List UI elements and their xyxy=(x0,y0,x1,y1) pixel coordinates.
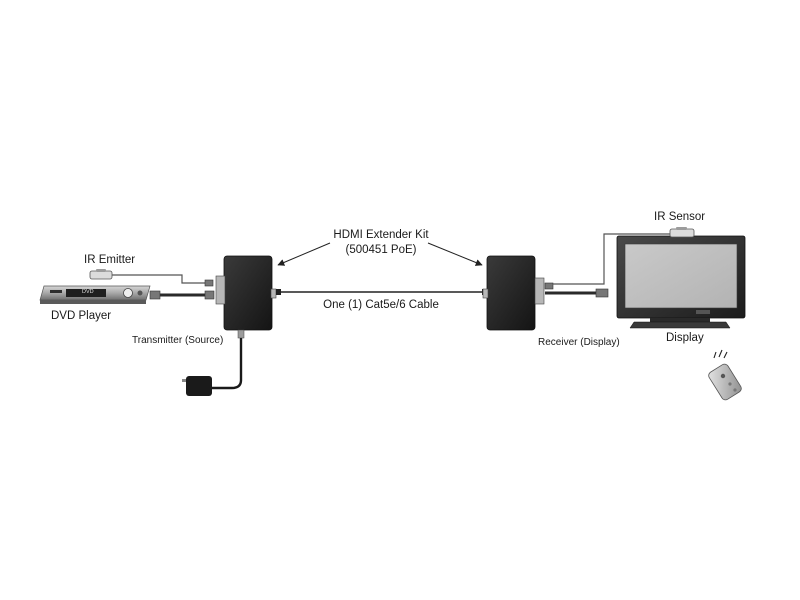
dvd-knob-icon xyxy=(123,288,133,298)
cable-label: One (1) Cat5e/6 Cable xyxy=(323,299,439,311)
receiver-box xyxy=(482,255,545,331)
ir-emitter-cable xyxy=(112,274,212,284)
ir-sensor xyxy=(669,227,695,238)
display-label: Display xyxy=(666,332,704,344)
ir-sensor-label: IR Sensor xyxy=(654,211,706,223)
kit-arrow-right xyxy=(427,242,483,266)
ir-signal-icon xyxy=(713,349,728,359)
kit-model: (500451 PoE) xyxy=(345,244,417,256)
dvd-player xyxy=(39,285,151,304)
dvd-display-panel xyxy=(66,289,106,297)
ir-emitter xyxy=(89,269,113,280)
transmitter-label: Transmitter (Source) xyxy=(132,335,224,346)
remote-control-icon xyxy=(708,349,742,401)
ir-sensor-cable xyxy=(553,233,672,285)
display-monitor xyxy=(616,235,746,329)
transmitter-box xyxy=(215,255,277,331)
power-adapter xyxy=(182,329,245,396)
kit-arrow-left xyxy=(277,242,331,266)
kit-title: HDMI Extender Kit xyxy=(333,229,429,241)
dvd-front-text: DVD xyxy=(82,289,94,295)
ir-emitter-label: IR Emitter xyxy=(84,254,136,266)
dvd-player-label: DVD Player xyxy=(51,310,112,322)
receiver-label: Receiver (Display) xyxy=(538,337,620,348)
